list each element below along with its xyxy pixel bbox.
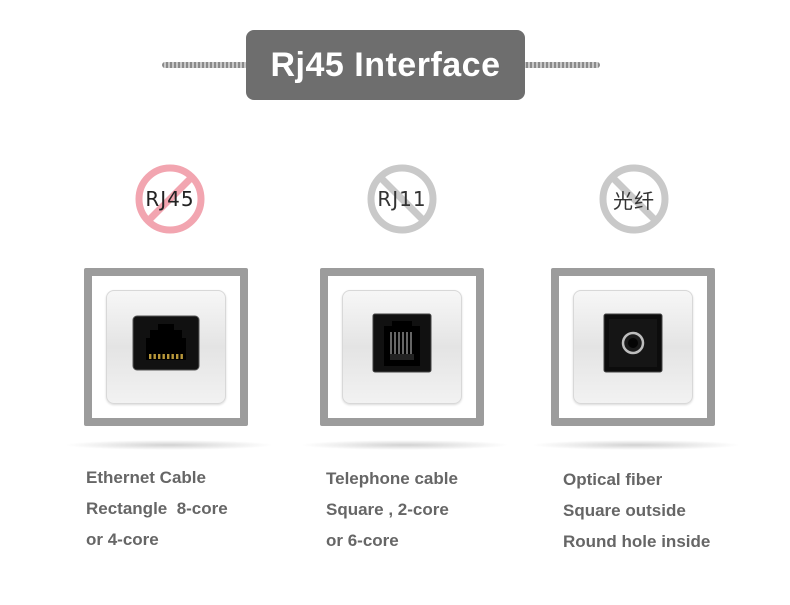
wall-plate [573, 290, 693, 404]
check-sign-icon: RJ45 [134, 163, 206, 235]
page-title: Rj45 Interface [246, 30, 525, 100]
frame-shadow [531, 440, 741, 450]
prohibited-sign-icon: 光纤 [598, 163, 670, 235]
port-frame [320, 268, 484, 426]
wall-plate [106, 290, 226, 404]
sign-label: RJ45 [145, 187, 195, 211]
sign-label: RJ11 [377, 187, 427, 211]
description-line: Square , 2-core [326, 500, 449, 519]
title-rule-left [162, 62, 248, 68]
description-line: Rectangle 8-core [86, 499, 228, 518]
description-line: Round hole inside [563, 532, 711, 551]
rj45-port-icon [132, 315, 200, 371]
description: Ethernet Cable Rectangle 8-core or 4-cor… [86, 462, 228, 555]
description: Optical fiber Square outside Round hole … [563, 464, 710, 557]
description-line: Telephone cable [326, 469, 458, 488]
description-line: Ethernet Cable [86, 468, 206, 487]
optical-port-icon [603, 313, 663, 373]
frame-shadow [300, 440, 510, 450]
port-frame [84, 268, 248, 426]
frame-shadow [64, 440, 274, 450]
rj11-port-icon [372, 313, 432, 373]
description: Telephone cable Square , 2-core or 6-cor… [326, 463, 458, 556]
sign-label: 光纤 [613, 188, 655, 213]
description-line: Square outside [563, 501, 686, 520]
description-line: Optical fiber [563, 470, 663, 489]
prohibited-sign-icon: RJ11 [366, 163, 438, 235]
wall-plate [342, 290, 462, 404]
title-rule-right [522, 62, 600, 68]
description-line: or 6-core [326, 531, 399, 550]
port-frame [551, 268, 715, 426]
description-line: or 4-core [86, 530, 159, 549]
